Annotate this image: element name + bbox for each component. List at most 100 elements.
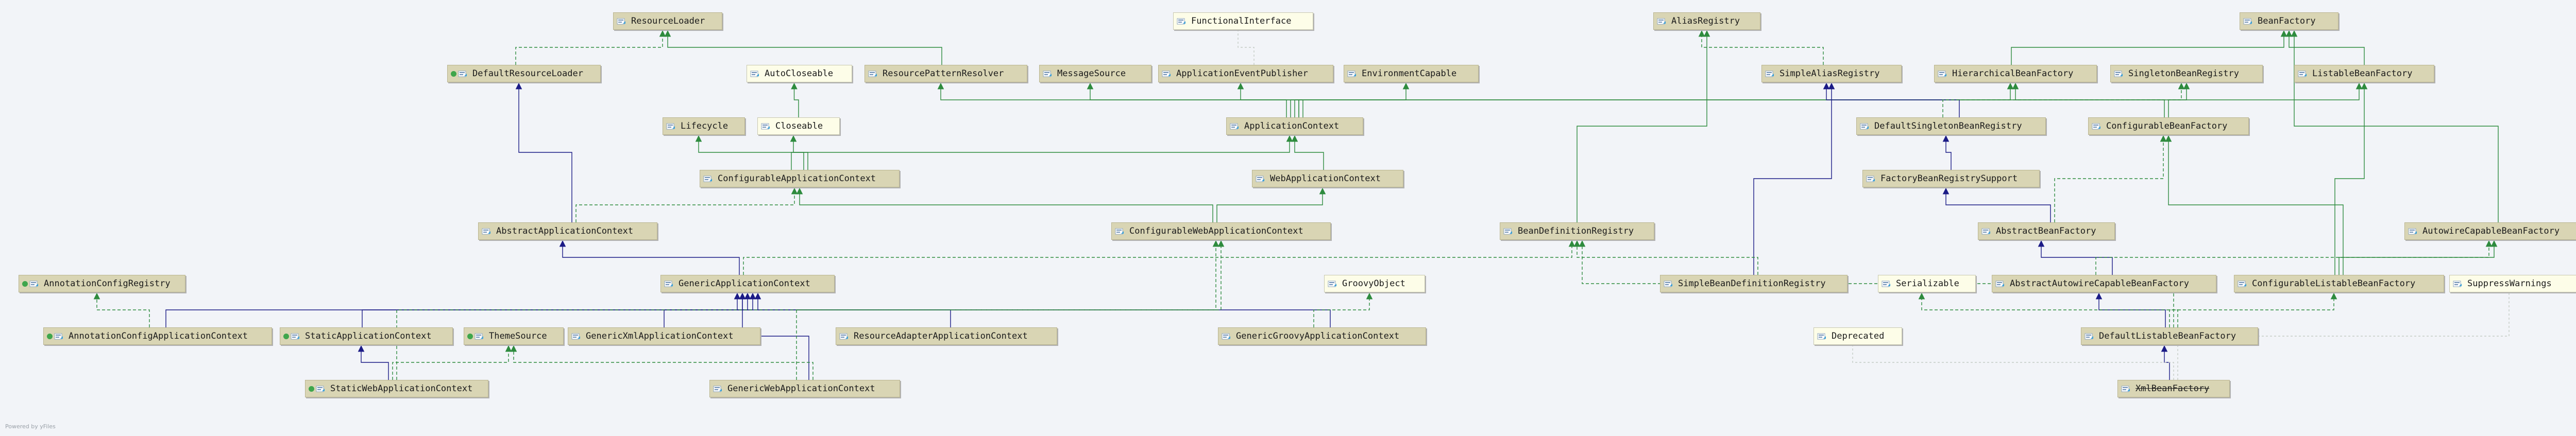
- node-label: Deprecated: [1832, 331, 1885, 341]
- node-deprecated[interactable]: Deprecated: [1814, 327, 1902, 345]
- edge-configurablewebapplicationcontext-to-configurableapplicationcontext: [796, 187, 1213, 222]
- node-applicationcontext[interactable]: ApplicationContext: [1226, 117, 1363, 135]
- interface-icon: [839, 332, 849, 340]
- node-genericgroovyapplicationcontext[interactable]: GenericGroovyApplicationContext: [1218, 327, 1426, 345]
- node-configurablewebapplicationcontext[interactable]: ConfigurableWebApplicationContext: [1111, 222, 1331, 240]
- node-resourceadapterapplicationcontext[interactable]: ResourceAdapterApplicationContext: [836, 327, 1057, 345]
- class-icon: [283, 332, 300, 340]
- annotation-icon: [1328, 280, 1337, 288]
- node-beanfactory[interactable]: BeanFactory: [2240, 12, 2338, 30]
- node-configurablelistablebeanfactory[interactable]: ConfigurableListableBeanFactory: [2234, 275, 2444, 292]
- interface-icon: [1230, 122, 1239, 130]
- node-staticapplicationcontext[interactable]: StaticApplicationContext: [280, 327, 453, 345]
- node-label: FactoryBeanRegistrySupport: [1880, 173, 2018, 184]
- node-genericxmlapplicationcontext[interactable]: GenericXmlApplicationContext: [568, 327, 760, 345]
- node-configurablebeanfactory[interactable]: ConfigurableBeanFactory: [2088, 117, 2249, 135]
- interface-icon: [2121, 385, 2130, 393]
- node-defaultresourceloader[interactable]: DefaultResourceLoader: [447, 65, 601, 82]
- node-label: Closeable: [775, 121, 823, 131]
- node-listablebeanfactory[interactable]: ListableBeanFactory: [2294, 65, 2434, 82]
- interface-icon: [617, 17, 626, 25]
- node-aliasregistry[interactable]: AliasRegistry: [1653, 12, 1760, 30]
- node-groovyobject[interactable]: GroovyObject: [1324, 275, 1425, 292]
- interface-icon: [1765, 69, 1774, 78]
- annotation-icon: [761, 122, 770, 130]
- edge-annotationconfigapplicationcontext-to-genericapplicationcontext: [165, 292, 746, 327]
- interface-icon: [2408, 227, 2417, 235]
- node-lifecycle[interactable]: Lifecycle: [663, 117, 745, 135]
- edge-genericapplicationcontext-to-beandefinitionregistry: [743, 240, 1575, 275]
- annotation-icon: [1177, 17, 1186, 25]
- node-label: ResourceAdapterApplicationContext: [854, 331, 1028, 341]
- edge-abstractbeanfactory-to-configurablebeanfactory: [2054, 135, 2167, 222]
- node-factorybeanregistrysupport[interactable]: FactoryBeanRegistrySupport: [1862, 170, 2040, 187]
- edge-configurablelistablebeanfactory-to-autowirecapablebeanfactory: [2338, 240, 2498, 275]
- node-label: SimpleBeanDefinitionRegistry: [1678, 278, 1826, 289]
- annotation-icon: [1882, 280, 1891, 288]
- edge-staticwebapplicationcontext-to-themesource: [392, 345, 512, 380]
- node-annotationconfigapplicationcontext[interactable]: AnnotationConfigApplicationContext: [43, 327, 272, 345]
- edge-xmlbeanfactory-to-deprecated: [1852, 346, 2174, 380]
- node-label: FunctionalInterface: [1191, 16, 1292, 26]
- edge-factorybeanregistrysupport-to-defaultsingletonbeanregistry: [1942, 135, 1952, 170]
- node-genericwebapplicationcontext[interactable]: GenericWebApplicationContext: [709, 380, 900, 397]
- node-abstractautowirecapablebeanfactory[interactable]: AbstractAutowireCapableBeanFactory: [1992, 275, 2216, 292]
- node-label: AutoCloseable: [765, 68, 834, 79]
- node-applicationeventpublisher[interactable]: ApplicationEventPublisher: [1158, 65, 1333, 82]
- class-icon: [467, 332, 484, 340]
- edge-abstractapplicationcontext-to-defaultresourceloader: [515, 82, 572, 222]
- node-staticwebapplicationcontext[interactable]: StaticWebApplicationContext: [305, 380, 488, 397]
- node-label: ThemeSource: [489, 331, 547, 341]
- interface-icon: [703, 175, 713, 183]
- interface-icon: [2238, 280, 2247, 288]
- node-singletonbeanregistry[interactable]: SingletonBeanRegistry: [2110, 65, 2263, 82]
- node-label: ResourcePatternResolver: [883, 68, 1004, 79]
- node-resourcepatternresolver[interactable]: ResourcePatternResolver: [865, 65, 1027, 82]
- node-label: AliasRegistry: [1671, 16, 1740, 26]
- node-environmentcapable[interactable]: EnvironmentCapable: [1344, 65, 1479, 82]
- node-genericapplicationcontext[interactable]: GenericApplicationContext: [660, 275, 835, 292]
- interface-icon: [664, 280, 673, 288]
- interface-icon: [482, 227, 491, 235]
- node-xmlbeanfactory[interactable]: XmlBeanFactory: [2117, 380, 2230, 397]
- node-label: GroovyObject: [1342, 278, 1405, 289]
- node-configurableapplicationcontext[interactable]: ConfigurableApplicationContext: [700, 170, 900, 187]
- edge-genericwebapplicationcontext-to-configurablewebapplicationcontext: [796, 240, 1225, 380]
- node-themesource[interactable]: ThemeSource: [464, 327, 564, 345]
- node-closeable[interactable]: Closeable: [757, 117, 840, 135]
- node-defaultlistablebeanfactory[interactable]: DefaultListableBeanFactory: [2081, 327, 2258, 345]
- node-label: GenericGroovyApplicationContext: [1236, 331, 1400, 341]
- node-abstractbeanfactory[interactable]: AbstractBeanFactory: [1978, 222, 2115, 240]
- node-label: HierarchicalBeanFactory: [1952, 68, 2074, 79]
- node-label: SuppressWarnings: [2467, 278, 2552, 289]
- class-icon: [451, 69, 467, 78]
- edge-genericxmlapplicationcontext-to-genericapplicationcontext: [664, 292, 756, 327]
- node-label: AbstractApplicationContext: [496, 226, 634, 236]
- interface-icon: [666, 122, 675, 130]
- node-simplealiasregistry[interactable]: SimpleAliasRegistry: [1761, 65, 1902, 82]
- edge-defaultsingletonbeanregistry-to-simplealiasregistry: [1823, 82, 1960, 117]
- node-label: Serializable: [1896, 278, 1959, 289]
- edge-applicationcontext-to-messagesource: [1087, 82, 1303, 117]
- edge-defaultlistablebeanfactory-to-serializable: [1918, 292, 2178, 327]
- node-annotationconfigregistry[interactable]: AnnotationConfigRegistry: [19, 275, 185, 292]
- interface-icon: [1503, 227, 1513, 235]
- node-suppresswarnings[interactable]: SuppressWarnings: [2449, 275, 2576, 292]
- node-serializable[interactable]: Serializable: [1878, 275, 1976, 292]
- node-messagesource[interactable]: MessageSource: [1039, 65, 1151, 82]
- interface-icon: [2084, 332, 2094, 340]
- node-autocloseable[interactable]: AutoCloseable: [747, 65, 852, 82]
- node-label: DefaultListableBeanFactory: [2099, 331, 2236, 341]
- node-hierarchicalbeanfactory[interactable]: HierarchicalBeanFactory: [1934, 65, 2097, 82]
- node-functionalinterface[interactable]: FunctionalInterface: [1173, 12, 1313, 30]
- node-webapplicationcontext[interactable]: WebApplicationContext: [1252, 170, 1403, 187]
- edge-configurablewebapplicationcontext-to-webapplicationcontext: [1216, 187, 1326, 222]
- node-label: BeanDefinitionRegistry: [1518, 226, 1634, 236]
- node-simplebeandefinitionregistry[interactable]: SimpleBeanDefinitionRegistry: [1660, 275, 1848, 292]
- node-resourceloader[interactable]: ResourceLoader: [613, 12, 722, 30]
- node-autowirecapablebeanfactory[interactable]: AutowireCapableBeanFactory: [2404, 222, 2576, 240]
- node-beandefinitionregistry[interactable]: BeanDefinitionRegistry: [1500, 222, 1654, 240]
- node-abstractapplicationcontext[interactable]: AbstractApplicationContext: [478, 222, 657, 240]
- node-defaultsingletonbeanregistry[interactable]: DefaultSingletonBeanRegistry: [1856, 117, 2046, 135]
- annotation-icon: [2453, 280, 2462, 288]
